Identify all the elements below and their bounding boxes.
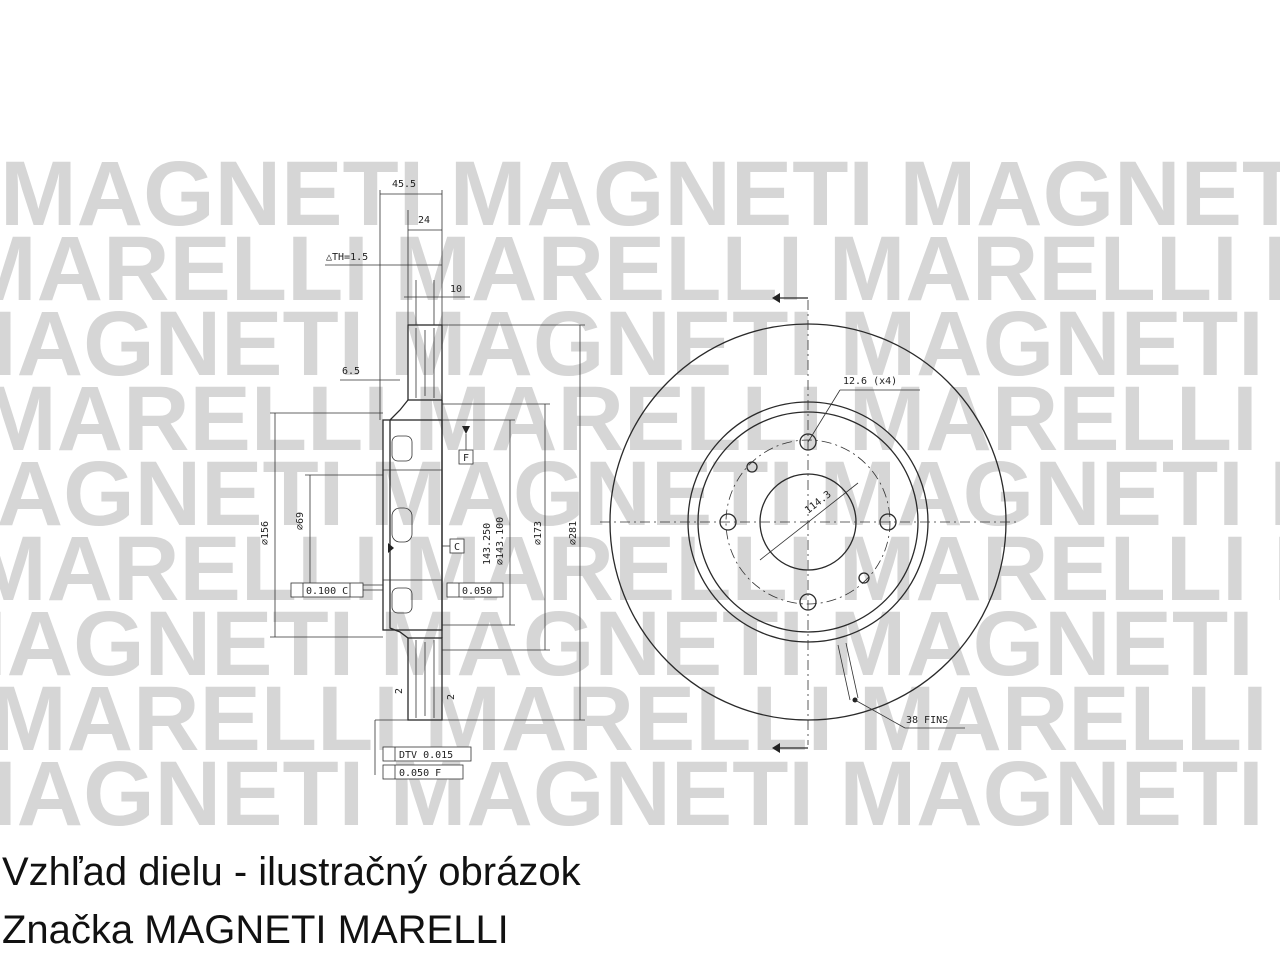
watermark-row-4: MARELLI MARELLI MARELLI MARELLI (0, 368, 1280, 470)
lower-rotor-ring (407, 637, 443, 721)
bolt-hole-top (799, 433, 817, 451)
note-2-right: 2 (446, 694, 457, 700)
dim-diameter-173: ⌀173 (533, 521, 544, 545)
caption-illustrative-image: Vzhľad dielu - ilustračný obrázok (2, 850, 581, 894)
watermark-row-8: MARELLI MARELLI MARELLI MARELLI (0, 668, 1280, 770)
tolerance-runout-right: 0.050 (462, 586, 492, 597)
disc-section-view: 45.5 24 △TH=1.5 10 6.5 ⌀156 ⌀69 143.250 … (260, 179, 585, 780)
upper-rotor-ring (407, 324, 443, 401)
caption-brand: Značka MAGNETI MARELLI (2, 908, 509, 952)
note-2-left: 2 (394, 688, 405, 694)
datum-c: C (454, 542, 460, 553)
tolerance-flatness: 0.050 F (399, 768, 441, 779)
dim-24: 24 (418, 215, 430, 226)
locating-hole-1 (746, 461, 758, 473)
watermark-row-5: MAGNETI MAGNETI MAGNETI MAGNETI (0, 443, 1280, 545)
bolt-hole-left (719, 513, 737, 531)
dim-10: 10 (450, 284, 462, 295)
bolt-hole-right (879, 513, 897, 531)
watermark-row-9: MAGNETI MAGNETI MAGNETI MAGNETI (0, 743, 1280, 840)
callout-cooling-fins: 38 FINS (906, 715, 948, 726)
dim-overall-height: 45.5 (392, 179, 416, 190)
brand-watermark: MAGNETI MAGNETI MAGNETI MAGNETI MARELLI … (0, 143, 1280, 840)
datum-f: F (463, 453, 469, 464)
locating-hole-2 (858, 572, 870, 584)
watermark-row-6: MARELLI MARELLI MARELLI MARELLI (0, 518, 1280, 620)
watermark-row-2: MARELLI MARELLI MARELLI MARELLI (0, 218, 1280, 320)
tolerance-dtv: DTV 0.015 (399, 750, 453, 761)
dim-diameter-281: ⌀281 (568, 521, 579, 545)
watermark-row-3: MAGNETI MAGNETI MAGNETI MAGNETI (0, 293, 1280, 395)
dim-6-5: 6.5 (342, 366, 360, 377)
tolerance-runout-left: 0.100 C (306, 586, 348, 597)
dim-thickness-variation: △TH=1.5 (326, 252, 368, 263)
bolt-hole-bottom (799, 593, 817, 611)
callout-bolt-holes: 12.6 (x4) (843, 376, 897, 387)
brake-disc-technical-drawing: MAGNETI MAGNETI MAGNETI MAGNETI MARELLI … (0, 143, 1280, 840)
watermark-row-1: MAGNETI MAGNETI MAGNETI MAGNETI (0, 143, 1280, 245)
dim-diameter-143-250: 143.250 (482, 523, 493, 565)
dim-diameter-156: ⌀156 (260, 521, 271, 545)
watermark-row-7: MAGNETI MAGNETI MAGNETI MAGNETI (0, 593, 1280, 695)
dim-diameter-143-100: ⌀143.100 (495, 517, 506, 565)
dim-diameter-69: ⌀69 (295, 512, 306, 530)
